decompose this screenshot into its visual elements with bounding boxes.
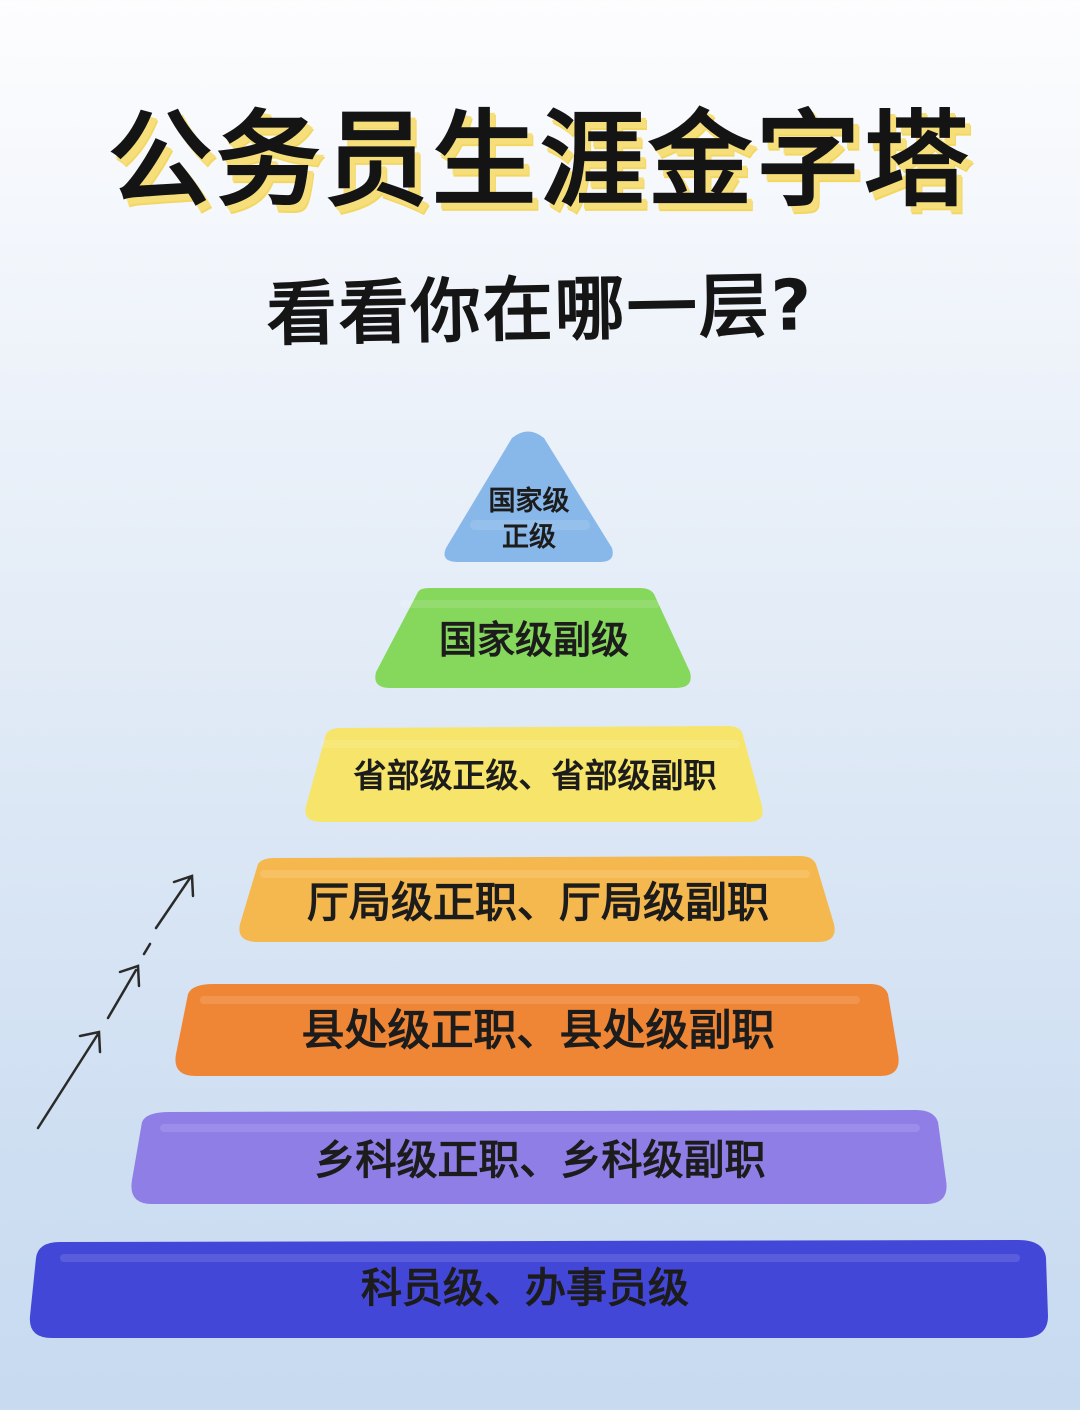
tier-2-label: 国家级副级 (438, 618, 629, 662)
tier-5-label: 县处级正职、县处级副职 (301, 1006, 775, 1056)
tier-7-label: 科员级、办事员级 (361, 1264, 689, 1312)
tier-7-shape (29, 1240, 1049, 1338)
crayon-highlights (60, 520, 1020, 1262)
tier-1-shape (444, 431, 613, 562)
tier-6-shape (131, 1110, 947, 1204)
tier-1-label-line1: 国家级 (488, 486, 570, 517)
tier-1-label-line2: 正级 (502, 522, 556, 553)
tier-4-shape (239, 856, 835, 942)
tier-6-label: 乡科级正职、乡科级副职 (314, 1136, 766, 1184)
tier-3-shape (305, 726, 763, 822)
tier-1-label: 国家级 正级 (429, 484, 629, 556)
tier-4-label: 厅局级正职、厅局级副职 (306, 878, 769, 927)
tier-3-label: 省部级正级、省部级副职 (353, 756, 717, 795)
page-title: 公务员生涯金字塔 (107, 99, 972, 221)
rising-arrows-icon (36, 874, 195, 1130)
tier-5-shape (175, 984, 899, 1076)
tier-2-shape (375, 588, 691, 688)
